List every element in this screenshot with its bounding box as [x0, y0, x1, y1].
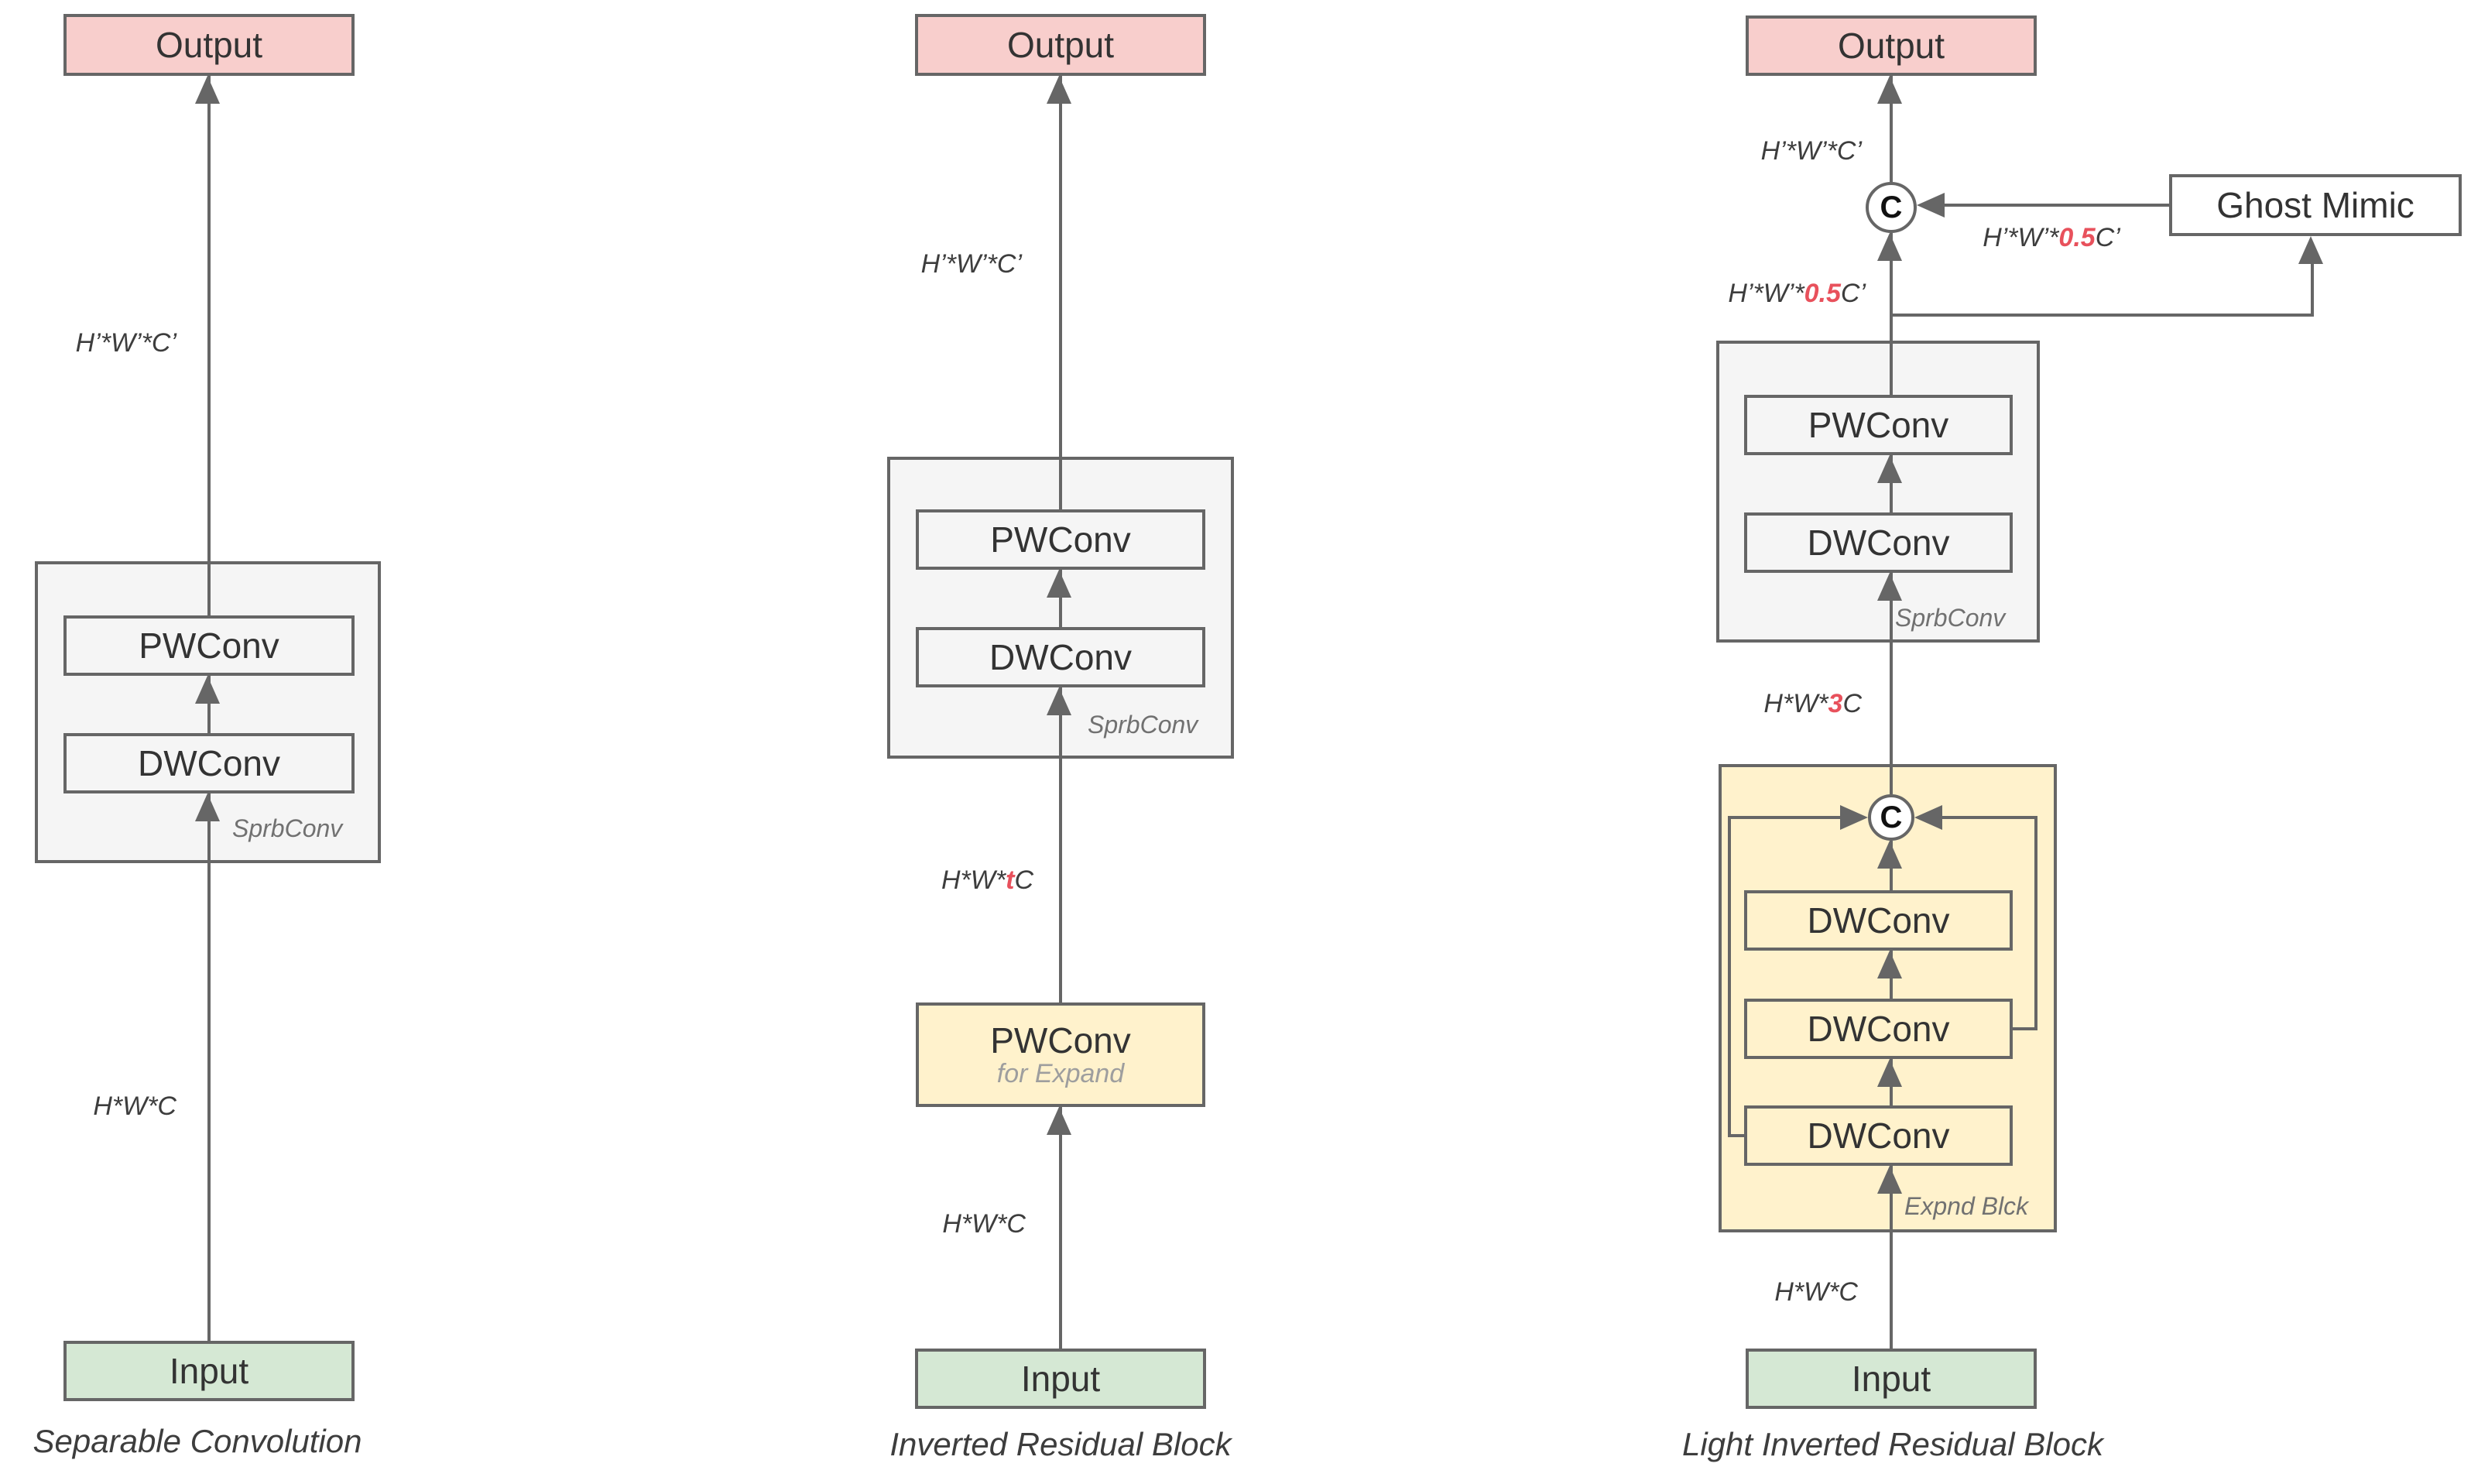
middle-pwconv-expand-box: PWConv for Expand: [916, 1002, 1205, 1107]
right-arrow-line-dw-pw: [1890, 455, 1893, 512]
right-ghost-arrow-line: [1928, 204, 2169, 207]
left-pwconv-label: PWConv: [139, 625, 279, 666]
left-dwconv-box: DWConv: [63, 733, 355, 793]
right-dwconv1-label: DWConv: [1807, 900, 1950, 941]
right-dim-out: H’*W’*C’: [1760, 136, 1862, 166]
right-dwconv3-label: DWConv: [1807, 1115, 1950, 1156]
left-arrow-line-top: [207, 76, 211, 615]
right-concat-top-symbol: C: [1880, 190, 1903, 224]
right-arrowhead-to-dwconv2: [1877, 1059, 1902, 1087]
right-arrow-line-concat-output: [1890, 76, 1893, 182]
right-expnd-label: Expnd Blck: [1904, 1192, 2029, 1220]
left-arrowhead-to-output: [195, 76, 220, 104]
right-arrowhead-to-pwconv: [1877, 455, 1902, 483]
middle-dim-in: H*W*C: [942, 1209, 1026, 1239]
middle-input-label: Input: [1020, 1358, 1101, 1399]
middle-pwconv-label: PWConv: [990, 519, 1131, 560]
middle-dim-out: H’*W’*C’: [920, 249, 1022, 279]
right-loop-right-hline-top: [1942, 816, 2037, 819]
right-dwconv3-box: DWConv: [1744, 1105, 2013, 1166]
middle-sprbconv-label: SprbConv: [1088, 711, 1198, 739]
right-dwconv2-label: DWConv: [1807, 1008, 1950, 1049]
middle-pwconv-expand-title: PWConv: [990, 1020, 1131, 1061]
left-arrowhead-to-dwconv: [195, 793, 220, 821]
right-loop-left-hline-top: [1728, 816, 1840, 819]
right-arrowhead-ghost-to-concat: [1917, 193, 1945, 218]
left-output-box: Output: [63, 14, 355, 76]
middle-arrow-line-top: [1059, 76, 1062, 511]
left-input-label: Input: [169, 1350, 249, 1391]
middle-arrowhead-to-dwconv: [1047, 687, 1071, 715]
right-arrowhead-to-dwconv3: [1877, 1166, 1902, 1194]
right-branch-hline: [1890, 314, 2314, 317]
middle-dwconv-box: DWConv: [916, 627, 1205, 687]
right-input-label: Input: [1851, 1358, 1931, 1399]
middle-arrow-line-dw-pw: [1059, 570, 1062, 627]
middle-dwconv-label: DWConv: [989, 636, 1133, 677]
middle-output-label: Output: [1006, 24, 1115, 65]
middle-output-box: Output: [915, 14, 1206, 76]
right-dwconv-box: DWConv: [1744, 512, 2013, 573]
middle-arrowhead-to-expand: [1047, 1107, 1071, 1135]
right-dwconv-label: DWConv: [1807, 522, 1950, 563]
middle-input-box: Input: [915, 1349, 1206, 1409]
left-output-label: Output: [155, 24, 263, 65]
left-caption: Separable Convolution: [33, 1423, 362, 1459]
right-dim-3c: H*W*3C: [1763, 689, 1862, 718]
right-arrow-line-input: [1890, 1166, 1893, 1349]
left-arrow-line-input: [207, 793, 211, 1341]
left-arrow-line-dw-pw: [207, 676, 211, 733]
left-arrowhead-to-pwconv: [195, 676, 220, 704]
left-input-box: Input: [63, 1341, 355, 1401]
right-arrowhead-to-ghost: [2298, 236, 2323, 264]
right-concat-inner-circle: C: [1868, 794, 1914, 841]
right-dim-in: H*W*C: [1774, 1277, 1858, 1307]
right-ghost-mimic-box: Ghost Mimic: [2169, 174, 2462, 236]
right-dwconv1-box: DWConv: [1744, 890, 2013, 951]
left-dwconv-label: DWConv: [137, 742, 281, 783]
right-concat-inner-symbol: C: [1880, 800, 1903, 835]
right-arrowhead-to-concat-top: [1877, 233, 1902, 261]
right-arrowhead-to-output: [1877, 76, 1902, 104]
left-dim-in: H*W*C: [93, 1092, 176, 1121]
right-sprbconv-label: SprbConv: [1895, 604, 2006, 632]
right-dwconv2-box: DWConv: [1744, 999, 2013, 1059]
middle-dim-mid: H*W*tC: [941, 865, 1033, 895]
right-arrowhead-left-to-concat: [1840, 805, 1868, 830]
right-arrow-line-expnd-sprb: [1890, 573, 1893, 794]
right-arrowhead-to-dwconv1: [1877, 951, 1902, 978]
left-sprbconv-label: SprbConv: [232, 814, 343, 842]
right-ghost-mimic-label: Ghost Mimic: [2216, 184, 2414, 225]
middle-arrow-line-input: [1059, 1107, 1062, 1349]
right-loop-right-vline: [2034, 816, 2037, 1030]
right-arrowhead-to-dwconv: [1877, 573, 1902, 601]
right-loop-left-vline: [1728, 816, 1731, 1137]
middle-arrow-line-expand: [1059, 687, 1062, 1002]
left-dim-out: H’*W’*C’: [75, 328, 176, 358]
middle-pwconv-box: PWConv: [916, 509, 1205, 570]
right-loop-left-hline-bottom: [1728, 1134, 1747, 1137]
middle-pwconv-expand-subtitle: for Expand: [996, 1059, 1125, 1089]
right-dim-main: H’*W’*0.5C’: [1728, 279, 1866, 308]
right-arrowhead-right-to-concat: [1914, 805, 1942, 830]
right-output-label: Output: [1837, 25, 1945, 66]
right-dim-ghost: H’*W’*0.5C’: [1983, 223, 2120, 252]
right-output-box: Output: [1746, 15, 2037, 76]
right-pwconv-box: PWConv: [1744, 395, 2013, 455]
left-pwconv-box: PWConv: [63, 615, 355, 676]
right-concat-top-circle: C: [1866, 182, 1917, 233]
right-pwconv-label: PWConv: [1808, 404, 1949, 445]
right-arrowhead-to-concat-inner: [1877, 841, 1902, 869]
middle-caption: Inverted Residual Block: [889, 1426, 1232, 1462]
right-caption: Light Inverted Residual Block: [1682, 1426, 2103, 1462]
right-input-box: Input: [1746, 1349, 2037, 1409]
middle-arrowhead-to-output: [1047, 76, 1071, 104]
right-branch-vline: [2311, 264, 2314, 317]
right-loop-right-hline-bottom: [2013, 1027, 2037, 1030]
middle-arrowhead-to-pwconv: [1047, 570, 1071, 598]
